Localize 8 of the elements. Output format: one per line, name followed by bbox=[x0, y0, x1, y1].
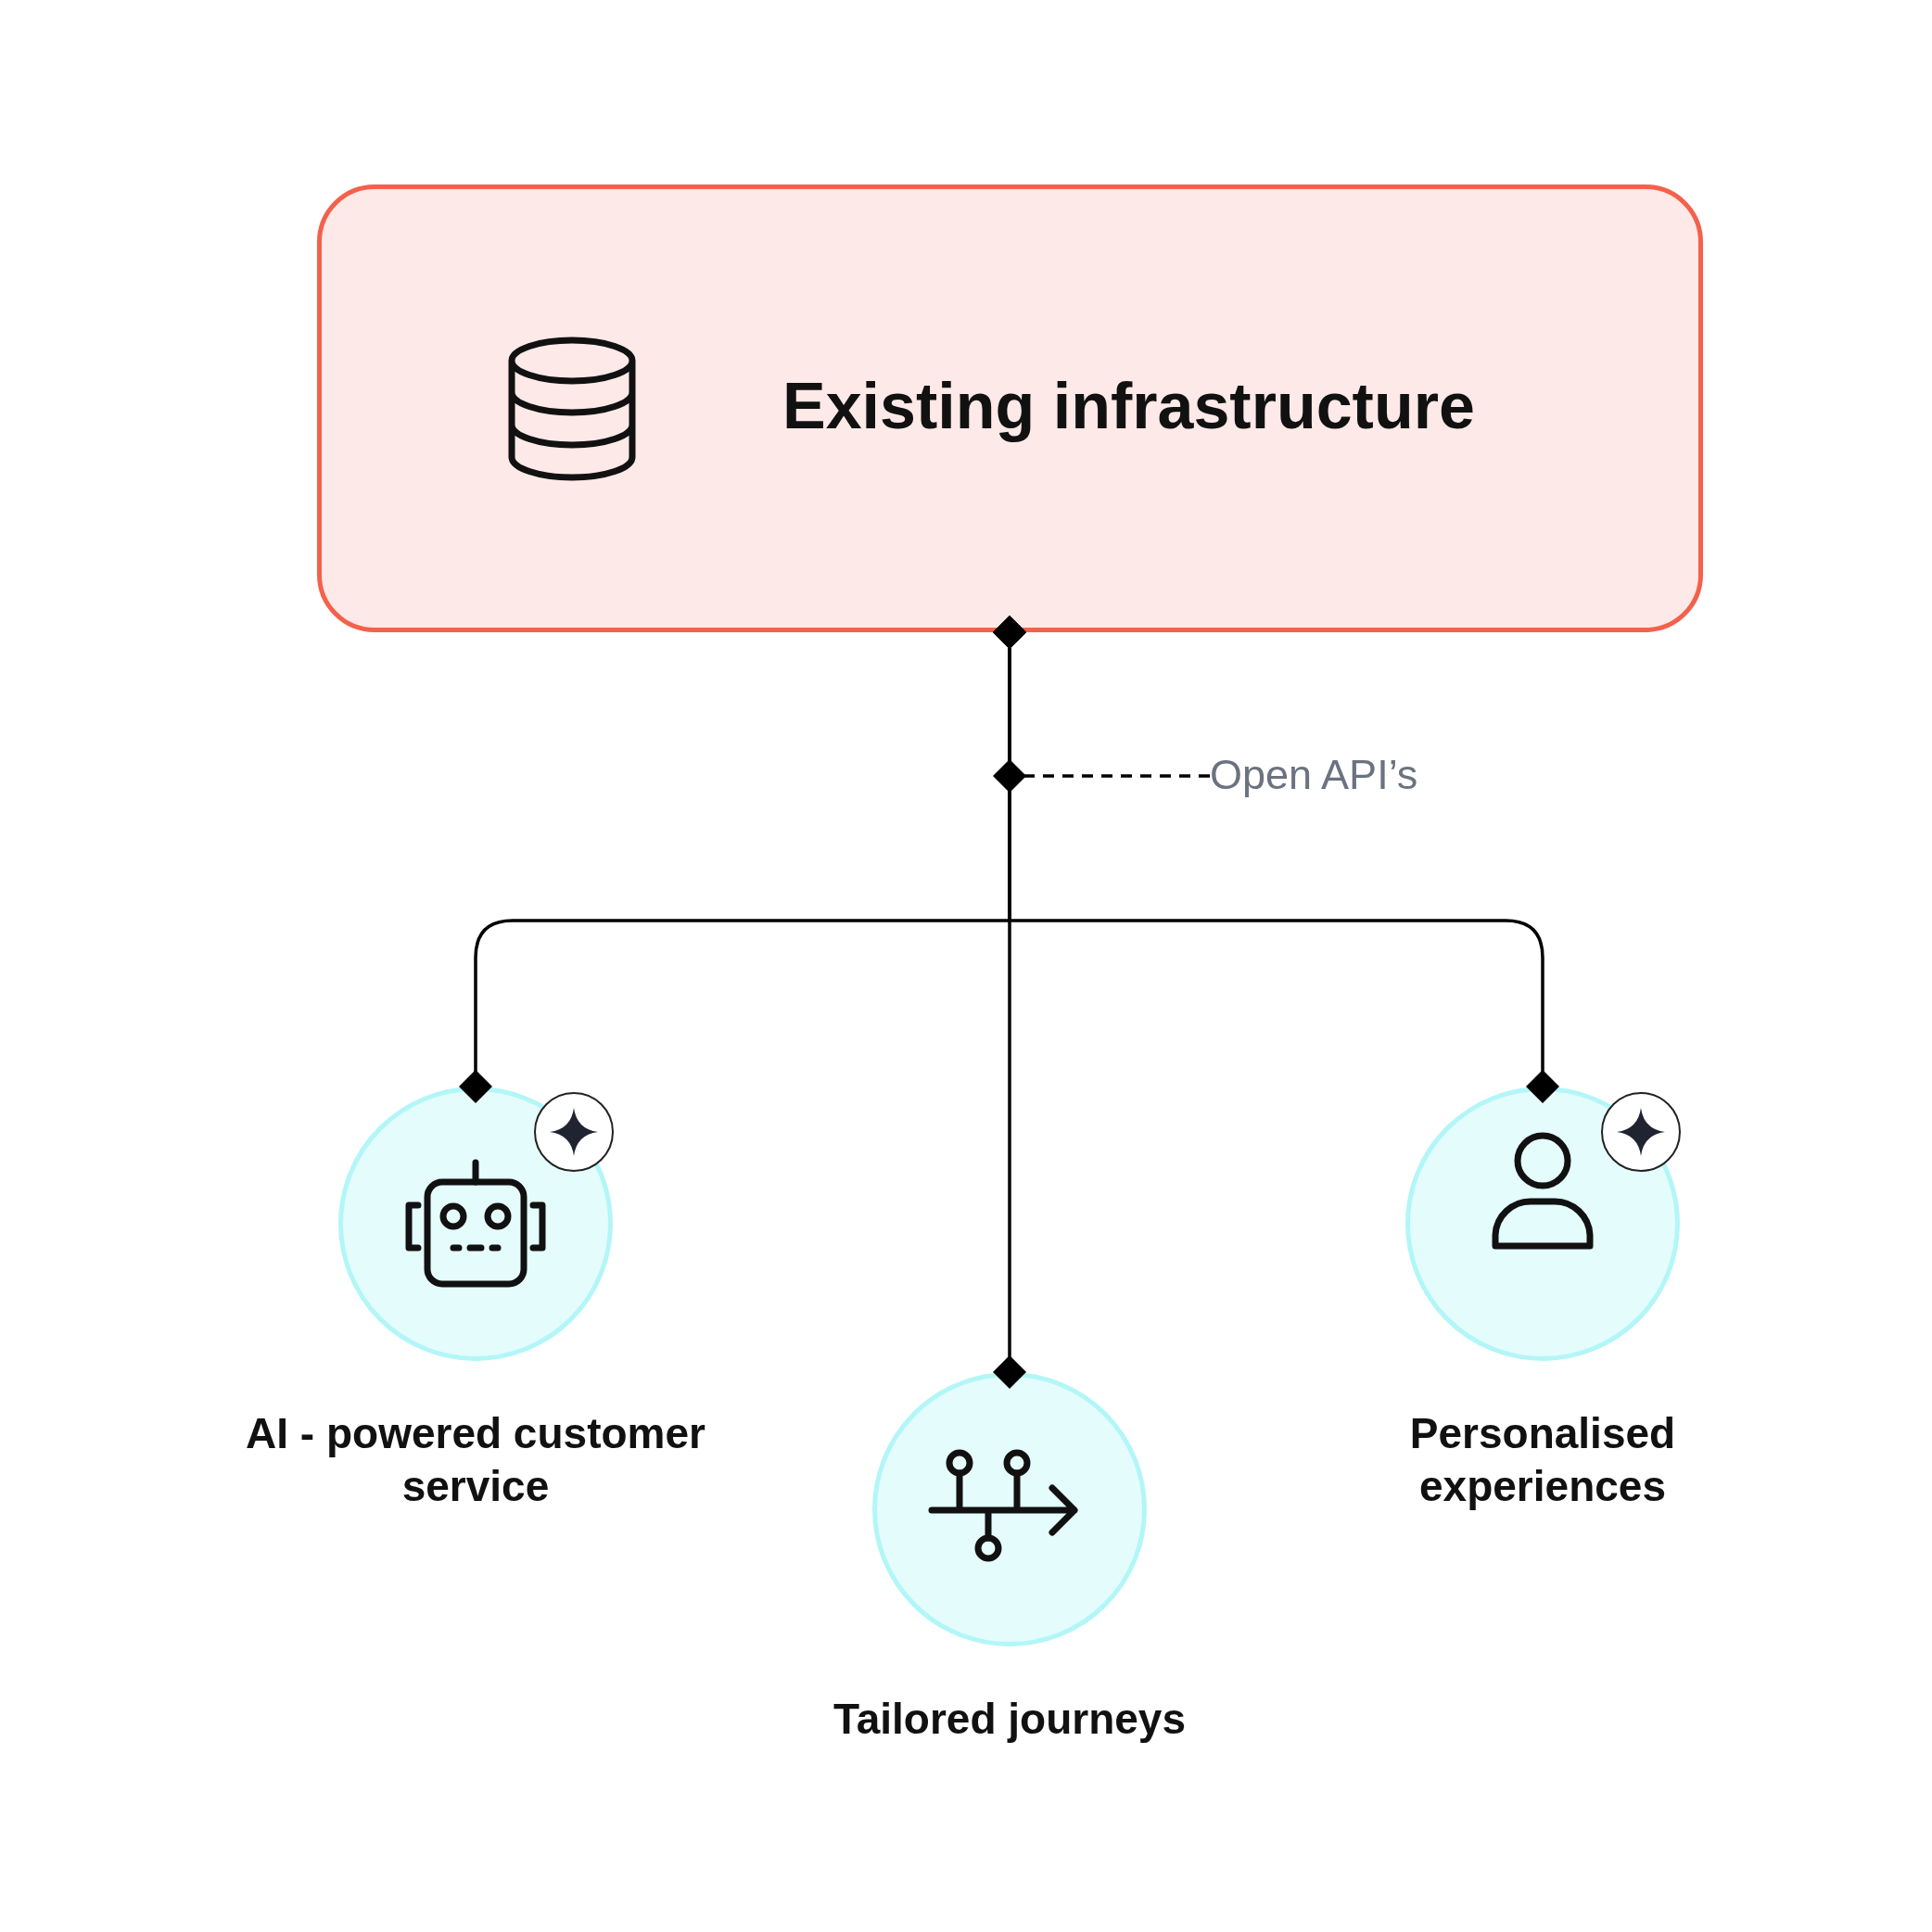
feature-label: AI - powered customer service bbox=[245, 1408, 706, 1512]
annotation-text: Open API’s bbox=[1210, 751, 1418, 799]
box-title: Existing infrastructure bbox=[782, 368, 1475, 443]
feature-label: Tailored journeys bbox=[833, 1694, 1187, 1745]
feature-label: Personalised experiences bbox=[1408, 1408, 1677, 1512]
leader-line bbox=[993, 759, 1210, 793]
connector bbox=[993, 616, 1026, 1389]
infrastructure-box bbox=[317, 184, 1703, 632]
